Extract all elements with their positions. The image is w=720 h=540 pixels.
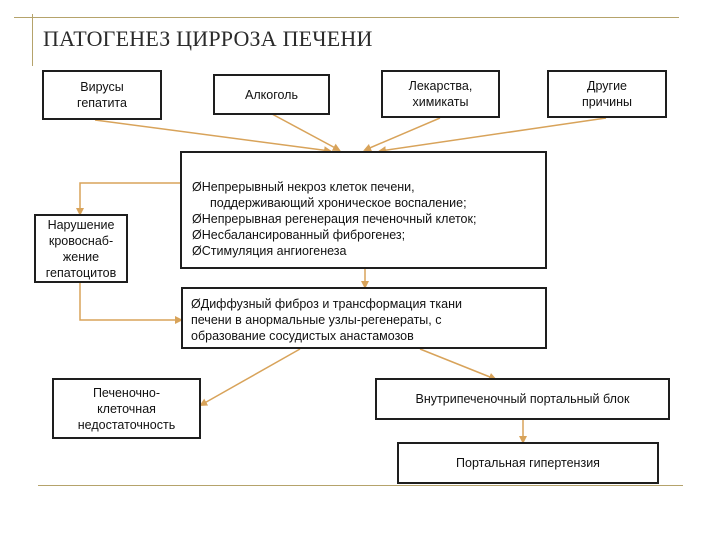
- arrow-viruses: [94, 119, 332, 155]
- blood-supply-line-4: гепатоцитов: [45, 265, 117, 280]
- cause-other-line-2: причины: [581, 95, 633, 109]
- cause-other-box: Другие причины: [547, 70, 667, 118]
- cause-drugs-line-2: химикаты: [412, 95, 469, 109]
- process-item-4: ØСтимуляция ангиогенеза: [192, 244, 347, 258]
- fibrosis-line-3: образование сосудистых анастамозов: [191, 329, 414, 343]
- process-item-1: ØНепрерывный некроз клеток печени,: [192, 180, 415, 194]
- failure-line-2: клеточная: [97, 401, 156, 416]
- fibrosis-line-1: ØДиффузный фиброз и трансформация ткани: [191, 297, 462, 311]
- cause-alcohol-label: Алкоголь: [245, 87, 298, 102]
- fibrosis-box: ØДиффузный фиброз и трансформация ткани …: [181, 287, 547, 349]
- cause-viruses-line-2: гепатита: [77, 96, 127, 110]
- cause-drugs-line-1: Лекарства,: [408, 79, 473, 93]
- process-box: ØНепрерывный некроз клеток печени, подде…: [180, 151, 547, 269]
- frame-top-line: [14, 17, 679, 18]
- arrow-blood-to-fibrosis: [79, 282, 183, 324]
- failure-line-3: недостаточность: [77, 417, 176, 432]
- arrow-fibrosis-to-block: [419, 348, 497, 381]
- process-item-1-continued: поддерживающий хроническое воспаление;: [210, 196, 467, 210]
- cause-viruses-box: Вирусы гепатита: [42, 70, 162, 120]
- frame-left-line: [32, 14, 33, 66]
- arrow-alcohol: [271, 113, 341, 151]
- portal-hypertension-box: Портальная гипертензия: [397, 442, 659, 484]
- frame-bottom-line: [38, 485, 683, 486]
- blood-supply-line-2: кровоснаб-: [48, 233, 114, 248]
- cause-drugs-box: Лекарства, химикаты: [381, 70, 500, 118]
- portal-block-label: Внутрипеченочный портальный блок: [415, 392, 630, 406]
- arrow-other: [378, 117, 607, 155]
- blood-supply-box: Нарушение кровоснаб- жение гепатоцитов: [34, 214, 128, 283]
- arrow-process-to-blood: [76, 182, 180, 216]
- blood-supply-line-1: Нарушение: [47, 217, 115, 232]
- process-item-3: ØНесбалансированный фиброгенез;: [192, 228, 406, 242]
- cause-alcohol-box: Алкоголь: [213, 74, 330, 115]
- failure-line-1: Печеночно-: [92, 385, 161, 400]
- cause-viruses-line-1: Вирусы: [80, 80, 124, 94]
- portal-hypertension-label: Портальная гипертензия: [456, 456, 600, 470]
- hepatocellular-failure-box: Печеночно- клеточная недостаточность: [52, 378, 201, 439]
- cause-other-line-1: Другие: [586, 79, 628, 93]
- arrow-drugs: [363, 117, 441, 152]
- arrow-fibrosis-to-failure: [199, 348, 301, 406]
- process-item-2: ØНепрерывная регенерация печеночный клет…: [192, 212, 477, 226]
- portal-block-box: Внутрипеченочный портальный блок: [375, 378, 670, 420]
- page-title: ПАТОГЕНЕЗ ЦИРРОЗА ПЕЧЕНИ: [43, 26, 373, 51]
- fibrosis-line-2: печени в анормальные узлы-регенераты, с: [191, 313, 442, 327]
- blood-supply-line-3: жение: [62, 249, 100, 264]
